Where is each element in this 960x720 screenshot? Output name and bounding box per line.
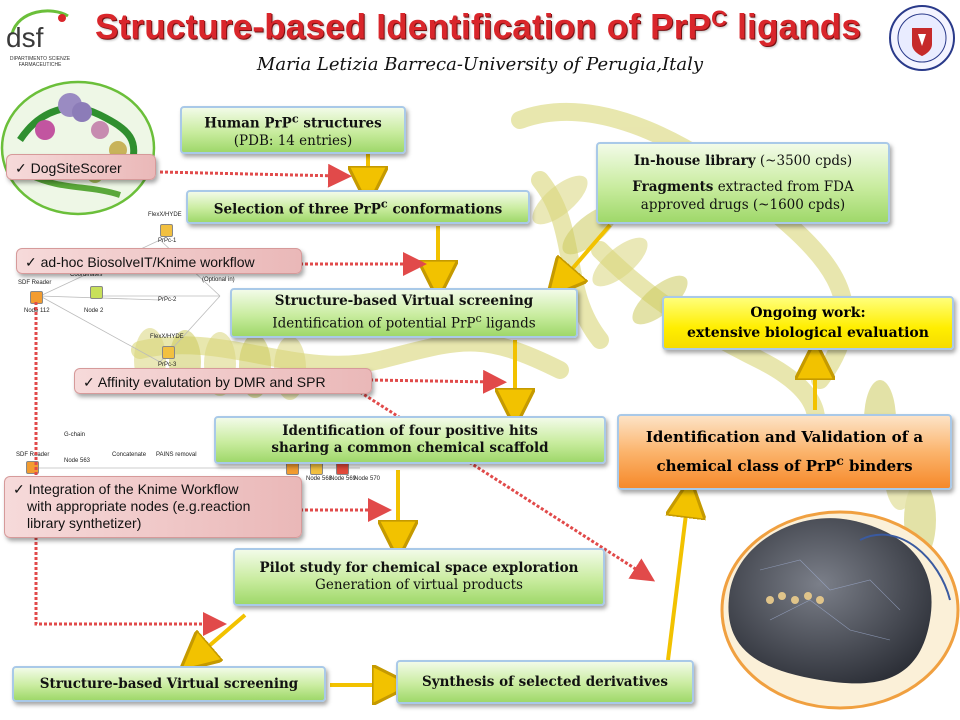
tool-affinity-evaluation: ✓ Affinity evalutation by DMR and SPR [74,368,372,394]
dsf-logo: dsf DIPARTIMENTO SCIENZE FARMACEUTICHE [4,4,74,70]
wf-label: Concatenate [112,452,147,458]
wf-label: Node 569 [330,476,357,482]
wf-label: (Optional in) [202,277,235,283]
box-inhouse-library: In-house library (~3500 cpds) Fragments … [596,142,890,224]
tool-knime-integration: ✓ Integration of the Knime Workflow with… [4,476,302,538]
wf-label: Node 2 [84,308,104,314]
wf-label: PrPc-2 [158,297,177,303]
box-ongoing-work: Ongoing work: extensive biological evalu… [662,296,954,350]
wf-label: PrPc-1 [158,238,177,244]
dsf-logo-mark: dsf [6,22,44,53]
box-validation-chemical-class: Identification and Validation of a chemi… [617,414,952,490]
tool-biosolveit-knime: ✓ ad-hoc BiosolveIT/Knime workflow [16,248,302,274]
page-subtitle: Maria Letizia Barreca-University of Peru… [256,54,704,75]
tool-dogsitescorer: ✓ DogSiteScorer [6,154,156,180]
box-positive-hits: Identification of four positive hits sha… [214,416,606,464]
knime-node [162,346,175,359]
wf-label: Node 568 [306,476,333,482]
box-pilot-study: Pilot study for chemical space explorati… [233,548,605,606]
knime-node [30,291,43,304]
box-virtual-screening-2: Structure-based Virtual screening [12,666,326,702]
wf-label: Node 112 [24,308,50,314]
box-synthesis-derivatives: Synthesis of selected derivatives [396,660,694,704]
wf-label: SDF Reader [18,280,52,286]
box-selection-conformations: Selection of three PrPc conformations [186,190,530,224]
wf-label: FlexX/HYDE [148,212,182,218]
wf-label: FlexX/HYDE [150,334,184,340]
wf-label: Node 570 [354,476,381,482]
knime-node [90,286,103,299]
wf-label: SDF Reader [16,452,50,458]
knime-node [26,461,39,474]
university-seal-logo [889,5,955,71]
page-title: Structure-based Identification of PrPC l… [94,6,862,47]
dsf-logo-caption: DIPARTIMENTO SCIENZE FARMACEUTICHE [9,56,71,68]
wf-label: Node 563 [64,458,91,464]
dsf-logo-swoosh [10,9,69,35]
box-virtual-screening-1: Structure-based Virtual screening Identi… [230,288,578,338]
wf-label: Coordinates [70,272,103,278]
knime-node [160,224,173,237]
box-human-structures: Human PrPc structures (PDB: 14 entries) [180,106,406,154]
wf-label: G-chain [64,432,86,438]
wf-label: PAINS removal [156,452,197,458]
